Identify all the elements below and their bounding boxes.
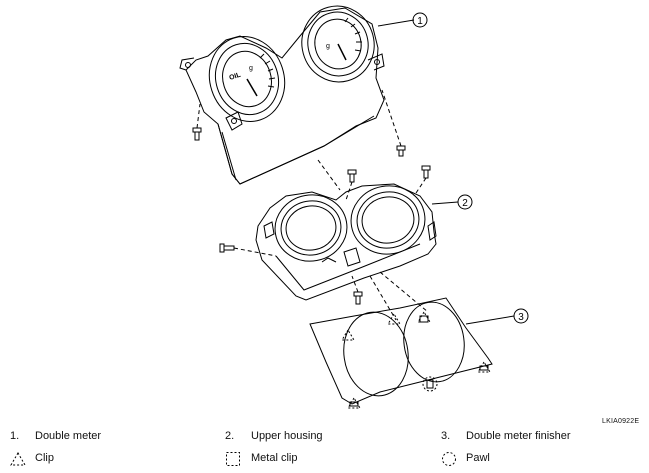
oil-gauge-label: OIL	[228, 71, 242, 81]
fuel-gauge-mark: g	[249, 65, 253, 72]
legend-number: 2.	[225, 430, 235, 442]
callout-1-number: 1	[417, 16, 423, 27]
legend-label: Metal clip	[251, 452, 298, 464]
callout-2-circle	[457, 194, 473, 210]
oil-gauge-ticks	[259, 53, 276, 88]
metal-clip-square-icon	[226, 452, 240, 466]
clip-marker-4	[477, 361, 491, 373]
legend-number: 3.	[441, 430, 451, 442]
clip-triangle-icon	[10, 452, 26, 466]
figure-code-label: LKIA0922E	[602, 418, 640, 425]
pawl-circle-icon	[442, 452, 456, 466]
screw-left-meter	[192, 127, 202, 141]
upper-housing	[255, 183, 437, 301]
legend-number: 1.	[10, 430, 20, 442]
screw-housing-left	[219, 243, 235, 253]
double-meter: OIL g g	[179, 5, 385, 185]
temp-gauge-mark: g	[326, 43, 330, 50]
legend-label: Upper housing	[251, 430, 323, 442]
screw-housing-top-right	[421, 165, 431, 179]
clip-marker-2	[387, 313, 401, 325]
legend: 1. Double meter 2. Upper housing 3. Doub…	[0, 430, 649, 473]
callout-3-number: 3	[518, 312, 524, 323]
clip-marker-5	[347, 397, 361, 409]
legend-label: Clip	[35, 452, 54, 464]
callout-3-circle	[513, 308, 529, 324]
callout-2-number: 2	[462, 198, 468, 209]
temp-gauge-ticks	[344, 17, 362, 52]
double-meter-finisher	[309, 297, 493, 405]
screw-housing-top-left	[347, 169, 357, 183]
clip-marker-3	[417, 311, 431, 323]
screw-right-meter	[396, 145, 406, 157]
screw-housing-bottom	[353, 291, 363, 305]
legend-label: Double meter	[35, 430, 102, 442]
pawl-marker	[422, 376, 438, 392]
legend-label: Double meter finisher	[466, 430, 571, 442]
callout-1-circle	[412, 12, 428, 28]
clip-marker-1	[341, 329, 355, 341]
exploded-view-diagram: OIL g g 1	[179, 5, 529, 409]
legend-label: Pawl	[466, 452, 490, 464]
